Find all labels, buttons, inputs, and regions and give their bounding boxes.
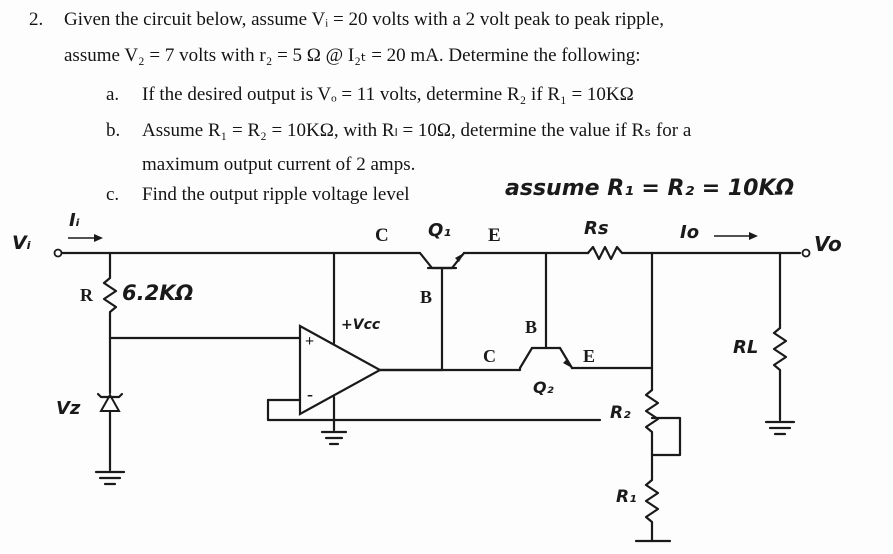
input-current-arrow [68, 234, 103, 242]
part-b-label: b. [106, 120, 121, 141]
q2-base-label: B [525, 317, 538, 337]
r-resistor-symbol [102, 251, 118, 340]
r-label: R [80, 285, 93, 305]
q1-label: Q₁ [428, 220, 452, 241]
r2-resistor-symbol [644, 388, 660, 457]
vo-terminal [801, 248, 811, 258]
part-b-text: Assume R₁ = R₂ = 10KΩ, with Rₗ = 10Ω, de… [142, 120, 692, 141]
part-c-label: c. [106, 184, 120, 205]
problem-line-1: Given the circuit below, assume Vᵢ = 20 … [64, 9, 665, 30]
rs-resistor-symbol [586, 245, 802, 261]
q2-emitter-label: E [583, 346, 596, 366]
ii-label: Iᵢ [69, 210, 80, 231]
vo-label: Vo [814, 232, 842, 256]
r1-resistor-symbol [644, 453, 660, 542]
part-c-handwritten-note: assume R₁ = R₂ = 10KΩ [505, 176, 795, 201]
zener-ground-symbol [94, 470, 126, 486]
q1-collector-label: C [375, 225, 389, 246]
zener-diode-symbol [96, 392, 124, 472]
q1-emitter-label: E [488, 225, 501, 246]
r2-label: R₂ [610, 403, 631, 423]
part-c-text: Find the output ripple voltage level [142, 184, 410, 205]
part-a-text: If the desired output is Vₒ = 11 volts, … [142, 84, 634, 105]
vcc-label: +Vcc [341, 317, 381, 333]
rl-resistor-symbol [772, 326, 788, 422]
vz-label: Vz [56, 398, 81, 419]
r1-label: R₁ [616, 487, 637, 507]
q1-transistor-symbol [418, 251, 466, 372]
rl-label: RL [733, 337, 759, 358]
output-current-arrow [714, 232, 758, 240]
opamp-minus-label: - [307, 384, 313, 404]
problem-number: 2. [29, 9, 44, 30]
rl-ground-symbol [764, 420, 796, 436]
q1-base-label: B [420, 287, 433, 307]
feedback-wire [266, 398, 654, 457]
r2-bypass-wire [650, 416, 682, 457]
opamp-symbol [298, 251, 383, 446]
io-label: Io [680, 222, 700, 243]
part-a-label: a. [106, 84, 120, 105]
part-b-text-2: maximum output current of 2 amps. [142, 154, 416, 175]
q2-collector-label: C [483, 346, 496, 366]
vi-label: Vᵢ [12, 232, 31, 254]
r-value-label: 6.2KΩ [122, 281, 194, 305]
rs-label: Rs [584, 218, 609, 239]
q2-transistor-symbol [518, 346, 574, 370]
problem-line-2: assume V₂ = 7 volts with r₂ = 5 Ω @ I₂ₜ … [64, 45, 641, 66]
q2-label: Q₂ [533, 378, 554, 397]
opamp-plus-label: + [305, 333, 315, 350]
vi-terminal [53, 248, 63, 258]
